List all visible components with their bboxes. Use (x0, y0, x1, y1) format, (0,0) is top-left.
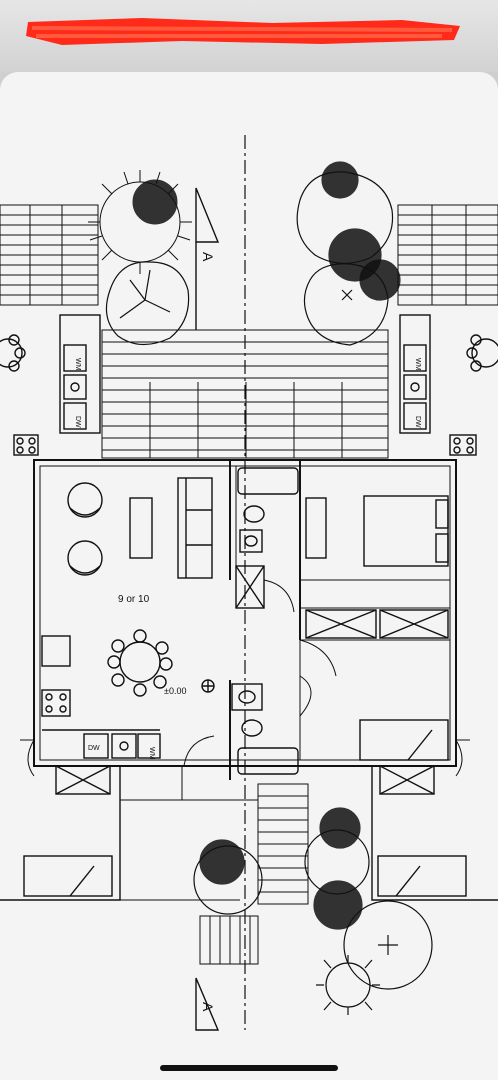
tree-top-right (296, 161, 401, 346)
tree-top-left-low (105, 261, 190, 346)
svg-text:WM: WM (148, 747, 155, 760)
sofa (177, 477, 213, 579)
apartment-walls (33, 459, 457, 780)
armchair-top (67, 482, 103, 518)
bed-top (363, 495, 449, 567)
elevation-marker: ±0.00 (164, 679, 215, 696)
dining-table (107, 629, 173, 697)
deck-left-top (0, 204, 99, 306)
bed-bottom (359, 719, 449, 761)
outdoor-table-left (0, 334, 26, 372)
floor-plan-drawing: A A (0, 135, 498, 1031)
tree-top-left-sunburst (88, 170, 192, 274)
status-bar (0, 0, 498, 72)
floor-plan-sheet: A A (0, 72, 498, 1080)
svg-text:A: A (200, 252, 216, 262)
wardrobe (305, 609, 449, 639)
section-marker-bottom: A (195, 977, 220, 1031)
unit-label: 9 or 10 (118, 594, 150, 605)
home-indicator[interactable] (160, 1065, 338, 1071)
deck-right-top (397, 204, 498, 306)
svg-text:DW: DW (74, 416, 81, 428)
armchair-bottom (67, 540, 103, 576)
bottom-wing-left (0, 765, 121, 901)
section-marker-top: A (195, 187, 220, 330)
svg-text:WM: WM (74, 358, 81, 371)
redaction-mark (26, 18, 460, 45)
svg-text:±0.00: ±0.00 (164, 686, 186, 696)
exterior-stairs (110, 766, 309, 965)
tree-bottom-right (304, 807, 433, 1015)
bathroom-top (235, 467, 327, 609)
outdoor-table-right (466, 334, 498, 372)
deck-center (101, 329, 389, 459)
utility-closet-left: WM DW (13, 314, 101, 456)
tree-bottom-left (193, 839, 263, 915)
coffee-table (129, 497, 153, 559)
utility-closet-right: WM DW (399, 314, 477, 456)
kitchen: DW WM (41, 635, 161, 760)
svg-text:WM: WM (414, 358, 421, 371)
svg-text:DW: DW (88, 745, 100, 752)
svg-text:A: A (200, 1002, 216, 1012)
svg-text:DW: DW (414, 416, 421, 428)
bottom-wing-right (371, 765, 498, 901)
bathroom-bottom (231, 683, 299, 775)
door-swings (20, 579, 470, 777)
